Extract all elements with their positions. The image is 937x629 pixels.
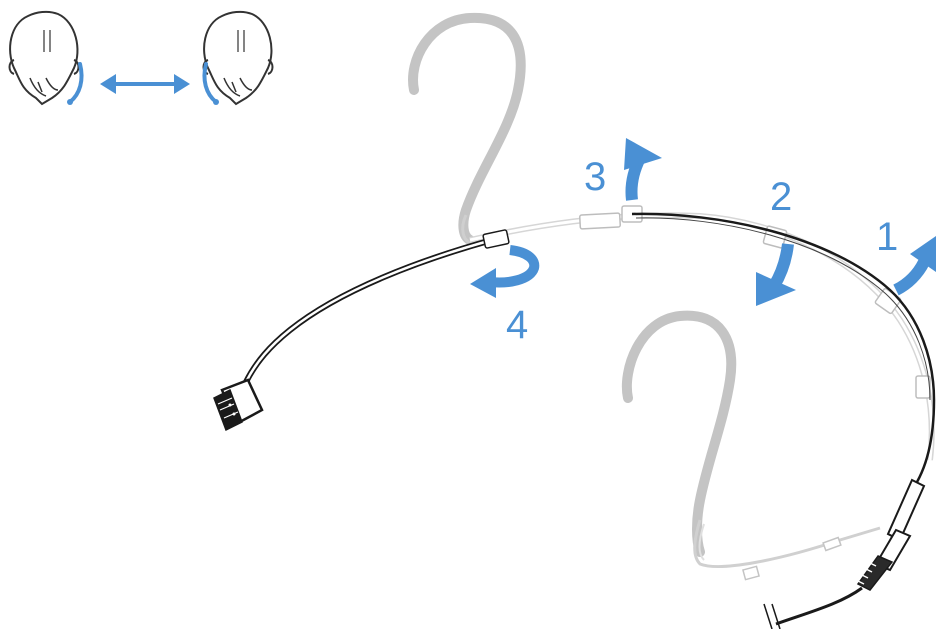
step-1-label: 1 bbox=[876, 215, 898, 259]
step-3-label: 3 bbox=[584, 155, 606, 199]
cable bbox=[631, 212, 936, 491]
connector-plug bbox=[763, 478, 926, 629]
step-1-arrow bbox=[893, 236, 936, 296]
head-right-icon bbox=[202, 10, 274, 106]
step-2-label: 2 bbox=[770, 175, 792, 219]
step-4-arrow bbox=[470, 245, 540, 298]
microphone-capsule bbox=[213, 378, 264, 432]
lower-ear-hook bbox=[621, 310, 881, 581]
headband bbox=[469, 205, 935, 461]
step-4-label: 4 bbox=[506, 303, 528, 347]
microphone-boom bbox=[243, 229, 510, 385]
swap-arrow-icon bbox=[100, 74, 190, 94]
head-left-icon bbox=[8, 10, 84, 106]
step-3-arrow bbox=[624, 138, 662, 201]
upper-ear-hook bbox=[408, 12, 526, 246]
step-2-arrow bbox=[756, 243, 796, 306]
